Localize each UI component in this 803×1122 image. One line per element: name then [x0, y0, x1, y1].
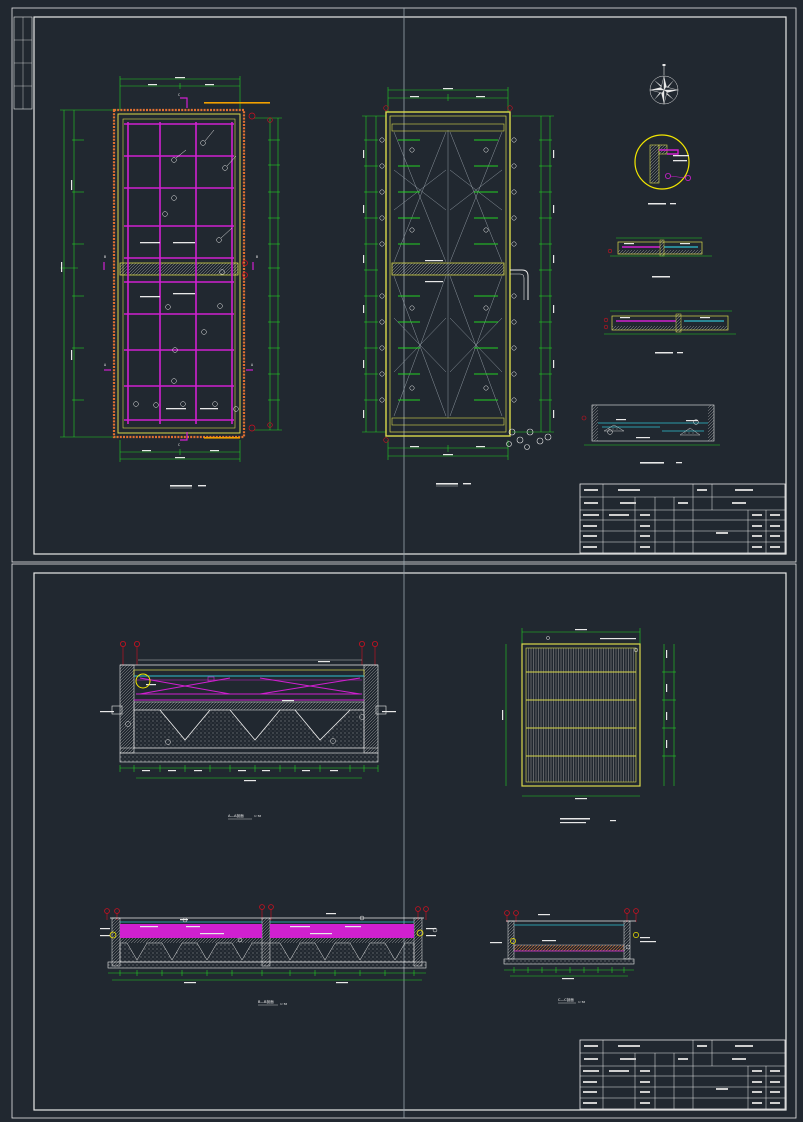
title-block-bottom-text — [583, 1045, 780, 1104]
plan-layout-dimensions — [362, 87, 554, 460]
view-title: B—B剖面 — [258, 999, 274, 1004]
section-marker-label: A — [251, 363, 253, 367]
plan-layout-pipes — [398, 139, 498, 401]
section-2 — [603, 310, 736, 354]
view-scale: 1:50 — [254, 814, 261, 818]
section-marker-label: C — [178, 93, 180, 97]
plan-filter-plate — [502, 628, 676, 824]
north-arrow-icon — [649, 64, 679, 105]
section-marker-icon — [103, 97, 254, 441]
plan-layout-inlet-pipe — [510, 269, 529, 300]
section-marker-label: C — [178, 443, 180, 447]
section-marker-label: A — [104, 363, 106, 367]
plan-structure-notes — [140, 102, 270, 439]
title-block-top — [579, 483, 786, 554]
section-3 — [581, 404, 720, 464]
section-marker-label: B — [104, 255, 106, 259]
plan-structure-callouts — [133, 129, 239, 412]
title-block-bottom — [579, 1039, 786, 1110]
section-c-c: C—C剖面 1:50 — [490, 908, 656, 1004]
view-scale: 1:50 — [578, 1000, 585, 1004]
plan-structure: B B A A C C — [60, 76, 282, 489]
section-marker-label: B — [256, 255, 258, 259]
plan-structure-dim-text — [61, 77, 219, 459]
view-scale: 1:50 — [280, 1002, 287, 1006]
view-title: A—A剖面 — [228, 813, 244, 818]
section-b-b: B—B剖面 1:50 — [100, 904, 438, 1006]
plan-structure-dimensions — [60, 76, 282, 462]
section-1 — [607, 237, 712, 278]
plan-structure-beams — [124, 122, 234, 424]
detail-node — [634, 134, 692, 205]
plan-layout — [362, 87, 555, 487]
plan-layout-laterals — [393, 130, 503, 418]
title-block-top-text — [583, 489, 780, 548]
view-title: C—C剖面 — [558, 997, 574, 1002]
section-a-a: A—A剖面 1:50 — [100, 641, 396, 820]
